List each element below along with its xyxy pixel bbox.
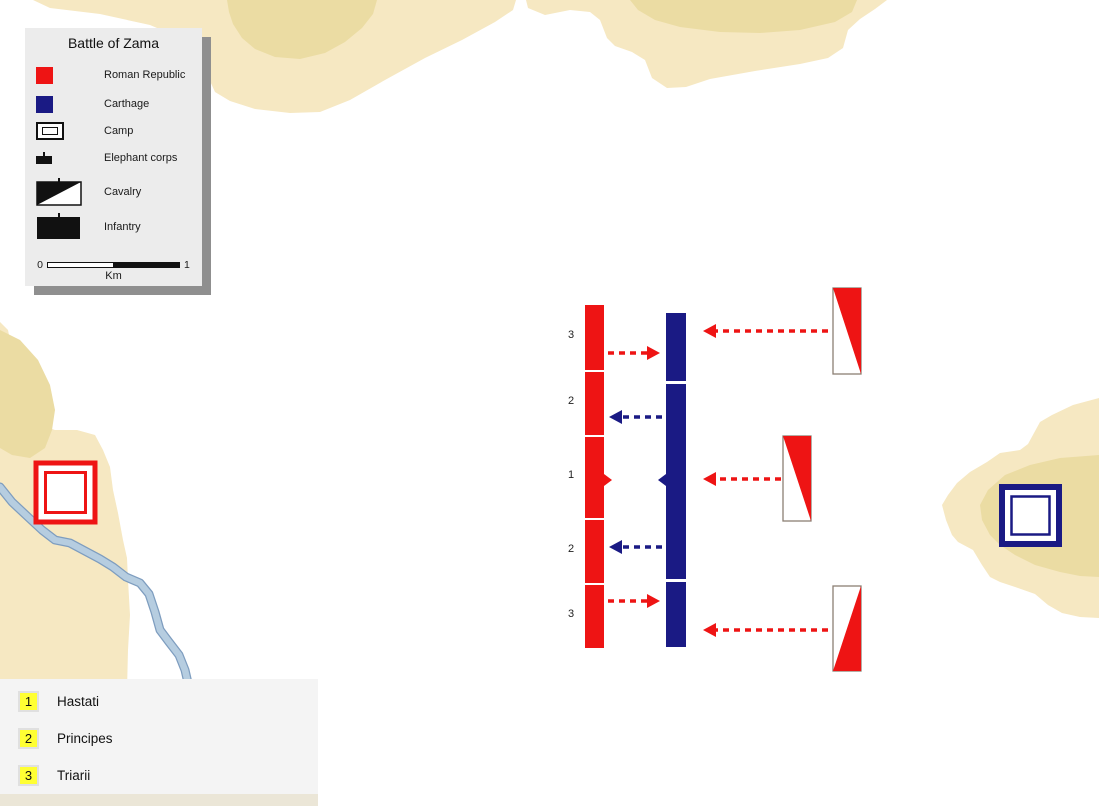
key-number-badge: 1 [18, 691, 39, 712]
river [0, 483, 195, 701]
legend-row-cavalry: Cavalry [36, 178, 141, 206]
cavalry-charge-arrow-top [703, 324, 828, 338]
carthage-swatch-icon [36, 95, 53, 113]
bar-label-hastati: 1 [567, 469, 575, 481]
camp-icon [36, 122, 64, 140]
key-number-badge: 2 [18, 728, 39, 749]
legend-row-carthage: Carthage [36, 90, 149, 118]
roman-cavalry-unit-top [832, 287, 862, 375]
roman-infantry-bar-principes-bottom [585, 520, 604, 583]
terrain-left-highland [0, 330, 55, 458]
map-legend: Battle of Zama Roman Republic Carthage C… [25, 28, 202, 286]
carthage-camp [999, 484, 1062, 547]
legend-title: Battle of Zama [67, 35, 160, 51]
legend-row-elephant: Elephant corps [36, 144, 177, 172]
elephant-corps-icon [36, 152, 52, 164]
roman-cavalry-unit-middle [782, 435, 812, 522]
key-label-triarii: Triarii [57, 768, 91, 783]
bar-label-triarii-top: 3 [567, 329, 575, 341]
legend-label-roman: Roman Republic [104, 69, 186, 81]
bar-label-principes-top: 2 [567, 395, 575, 407]
unit-key: 1 Hastati 2 Principes 3 Triarii [0, 679, 318, 794]
legend-row-camp: Camp [36, 117, 133, 145]
infantry-icon [37, 213, 80, 239]
roman-cavalry-unit-bottom [832, 585, 862, 672]
scale-bar: 0 1 [25, 259, 202, 271]
carthage-attack-arrow-lower [609, 540, 662, 554]
bar-label-principes-bottom: 2 [567, 543, 575, 555]
scale-segment-white [47, 262, 114, 268]
carthage-center-clash-arrow [658, 474, 666, 486]
scale-segment-black [114, 262, 180, 268]
cavalry-charge-arrow-middle [703, 472, 781, 486]
legend-label-camp: Camp [104, 125, 134, 137]
key-row-triarii: 3 Triarii [18, 765, 90, 786]
key-label-hastati: Hastati [57, 694, 100, 709]
carthage-attack-arrow-upper [609, 410, 662, 424]
key-row-hastati: 1 Hastati [18, 691, 99, 712]
cavalry-charge-arrow-bottom [703, 623, 828, 637]
key-label-principes: Principes [57, 731, 113, 746]
legend-label-infantry: Infantry [104, 221, 141, 233]
key-number-badge: 3 [18, 765, 39, 786]
roman-infantry-bar-hastati [585, 437, 604, 518]
roman-infantry-bar-triarii-top [585, 305, 604, 370]
roman-infantry-bar-principes-top [585, 372, 604, 435]
carthage-line-bottom [666, 582, 686, 647]
bar-label-triarii-bottom: 3 [567, 608, 575, 620]
cavalry-icon [36, 178, 82, 206]
legend-label-elephant: Elephant corps [104, 152, 178, 164]
terrain-top-highland-2 [630, 0, 857, 33]
scale-bar-graphic [47, 262, 180, 268]
terrain-top-highland-1 [227, 0, 377, 59]
legend-row-roman: Roman Republic [36, 61, 185, 89]
roman-center-clash-arrow [604, 474, 612, 486]
roman-attack-arrow-top [608, 346, 660, 360]
scale-unit: Km [105, 270, 122, 282]
legend-label-carthage: Carthage [104, 98, 150, 110]
key-row-principes: 2 Principes [18, 728, 113, 749]
scale-start: 0 [37, 259, 43, 271]
shore-strip [0, 794, 318, 806]
carthage-line-top [666, 313, 686, 381]
legend-label-cavalry: Cavalry [104, 186, 142, 198]
roman-infantry-bar-triarii-bottom [585, 585, 604, 648]
scale-end: 1 [184, 259, 190, 271]
legend-row-infantry: Infantry [36, 213, 141, 241]
roman-republic-swatch-icon [36, 66, 53, 84]
roman-camp [33, 460, 98, 525]
roman-attack-arrow-bottom [608, 594, 660, 608]
carthage-line-center [666, 384, 686, 579]
